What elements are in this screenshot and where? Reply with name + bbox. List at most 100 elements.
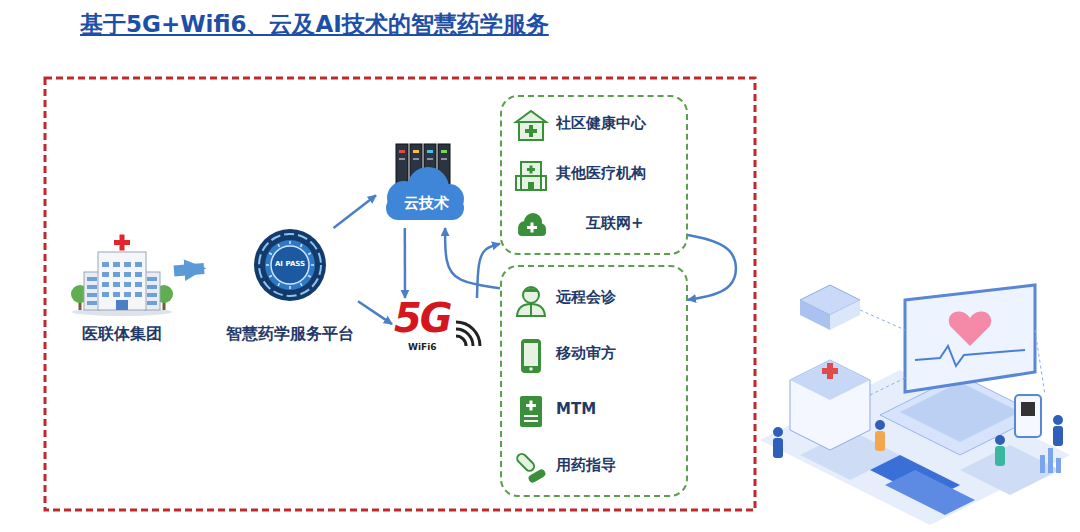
drawing-part <box>524 343 538 366</box>
drawing-part <box>530 166 533 174</box>
drawing-part <box>98 252 146 310</box>
drawing-part <box>124 292 131 297</box>
drawing-part <box>278 283 280 286</box>
flow-arrow <box>334 195 376 228</box>
drawing-part <box>860 310 905 330</box>
flow-arrow <box>688 235 736 300</box>
drawing-part <box>102 292 109 297</box>
drawing-part <box>102 282 109 287</box>
group-item: 社区健康中心 <box>514 105 684 145</box>
group-item: 移动审方 <box>514 335 684 375</box>
drawing-part <box>413 150 419 153</box>
drawing-part <box>530 304 532 315</box>
phone <box>1015 395 1041 437</box>
node-label: 5G <box>394 296 451 340</box>
drawing-part <box>289 241 291 244</box>
building-roof <box>790 360 870 400</box>
drawing-part <box>519 122 543 140</box>
drawing-part <box>308 253 311 255</box>
region-frame <box>45 78 755 510</box>
laptop-screen <box>905 285 1035 392</box>
group-item: 互联网+ <box>514 205 684 245</box>
drawing-part <box>124 282 131 287</box>
node-label: WiFi6 <box>408 342 437 353</box>
drawing-part <box>124 262 131 267</box>
drawing-part <box>529 367 533 371</box>
drawing-part <box>102 272 109 277</box>
group-item: 远程会诊 <box>514 279 684 319</box>
drawing-part <box>135 262 142 267</box>
drawing-part <box>515 452 536 473</box>
cloud-node: 云技术 <box>376 142 472 228</box>
tile <box>960 445 1060 495</box>
cross <box>827 363 833 379</box>
node-label: 医联体集团 <box>82 324 162 343</box>
drawing-part <box>147 285 157 289</box>
node-label: AI PASS <box>275 260 305 268</box>
drawing-part <box>271 246 309 284</box>
item-icon <box>514 208 548 244</box>
item-icon <box>514 338 548 374</box>
service-group: 远程会诊移动审方 MTM 用药指导 <box>500 265 688 497</box>
drawing-part <box>529 125 533 137</box>
platform-node: AI PASS 智慧药学服务平台 <box>222 228 358 350</box>
data-links <box>860 310 1045 395</box>
drawing-part <box>524 420 538 422</box>
drawing-part <box>147 277 157 281</box>
drawing-part <box>995 446 1005 466</box>
drawing-part <box>254 229 326 301</box>
drawing-part <box>1056 458 1061 473</box>
page-title: 基于5G+Wifi6、云及AI技术的智慧药学服务 <box>80 9 549 40</box>
drawing-part <box>1053 426 1063 446</box>
drawing-part <box>124 272 131 277</box>
flow-arrow <box>174 268 204 270</box>
drawing-part <box>135 272 142 277</box>
drawing-part <box>87 285 97 289</box>
drawing-part <box>523 288 539 292</box>
medical-illustration <box>760 285 1070 525</box>
flow-arrow <box>445 228 500 288</box>
drawing-part <box>308 276 311 278</box>
drawing-part <box>456 336 466 346</box>
drawing-part <box>995 435 1005 445</box>
hospital-node: 医联体集团 <box>70 232 174 350</box>
drawing-part <box>413 158 419 160</box>
drawing-part <box>147 301 157 305</box>
floating-box <box>830 300 860 330</box>
node-label: 智慧药学服务平台 <box>226 324 354 343</box>
drawing-part <box>135 282 142 287</box>
drawing-part <box>1040 455 1045 473</box>
drawing-part <box>528 182 534 190</box>
drawing-part <box>278 244 280 247</box>
drawing-part <box>259 234 321 296</box>
drawing-part <box>147 293 157 297</box>
drawing-part <box>427 158 433 160</box>
node-label: 社区健康中心 <box>556 114 646 132</box>
drawing-part <box>113 292 120 297</box>
node-label: 用药指导 <box>556 456 616 474</box>
drawing-part <box>456 322 480 346</box>
drawing-part <box>301 283 303 286</box>
node-label: 其他医疗机构 <box>556 164 646 182</box>
drawing-part <box>265 240 315 290</box>
node-label: MTM <box>556 400 596 418</box>
drawing-part <box>523 287 539 303</box>
drawing-part <box>113 282 120 287</box>
item-icon <box>514 158 548 194</box>
drawing-part <box>517 304 545 316</box>
drawing-part <box>875 420 885 430</box>
floating-box <box>800 300 830 330</box>
drawing-part <box>113 272 120 277</box>
drawing-part <box>427 150 433 153</box>
drawing-part <box>870 378 905 395</box>
drawing-part <box>120 235 125 251</box>
drawing-part <box>113 262 120 267</box>
bars <box>1040 448 1061 473</box>
node-label: 远程会诊 <box>556 288 616 306</box>
cloud-icon <box>376 142 472 228</box>
drawing-part <box>524 415 538 417</box>
drawing-part <box>116 300 128 310</box>
drawing-part <box>87 277 97 281</box>
drawing-part <box>102 262 109 267</box>
